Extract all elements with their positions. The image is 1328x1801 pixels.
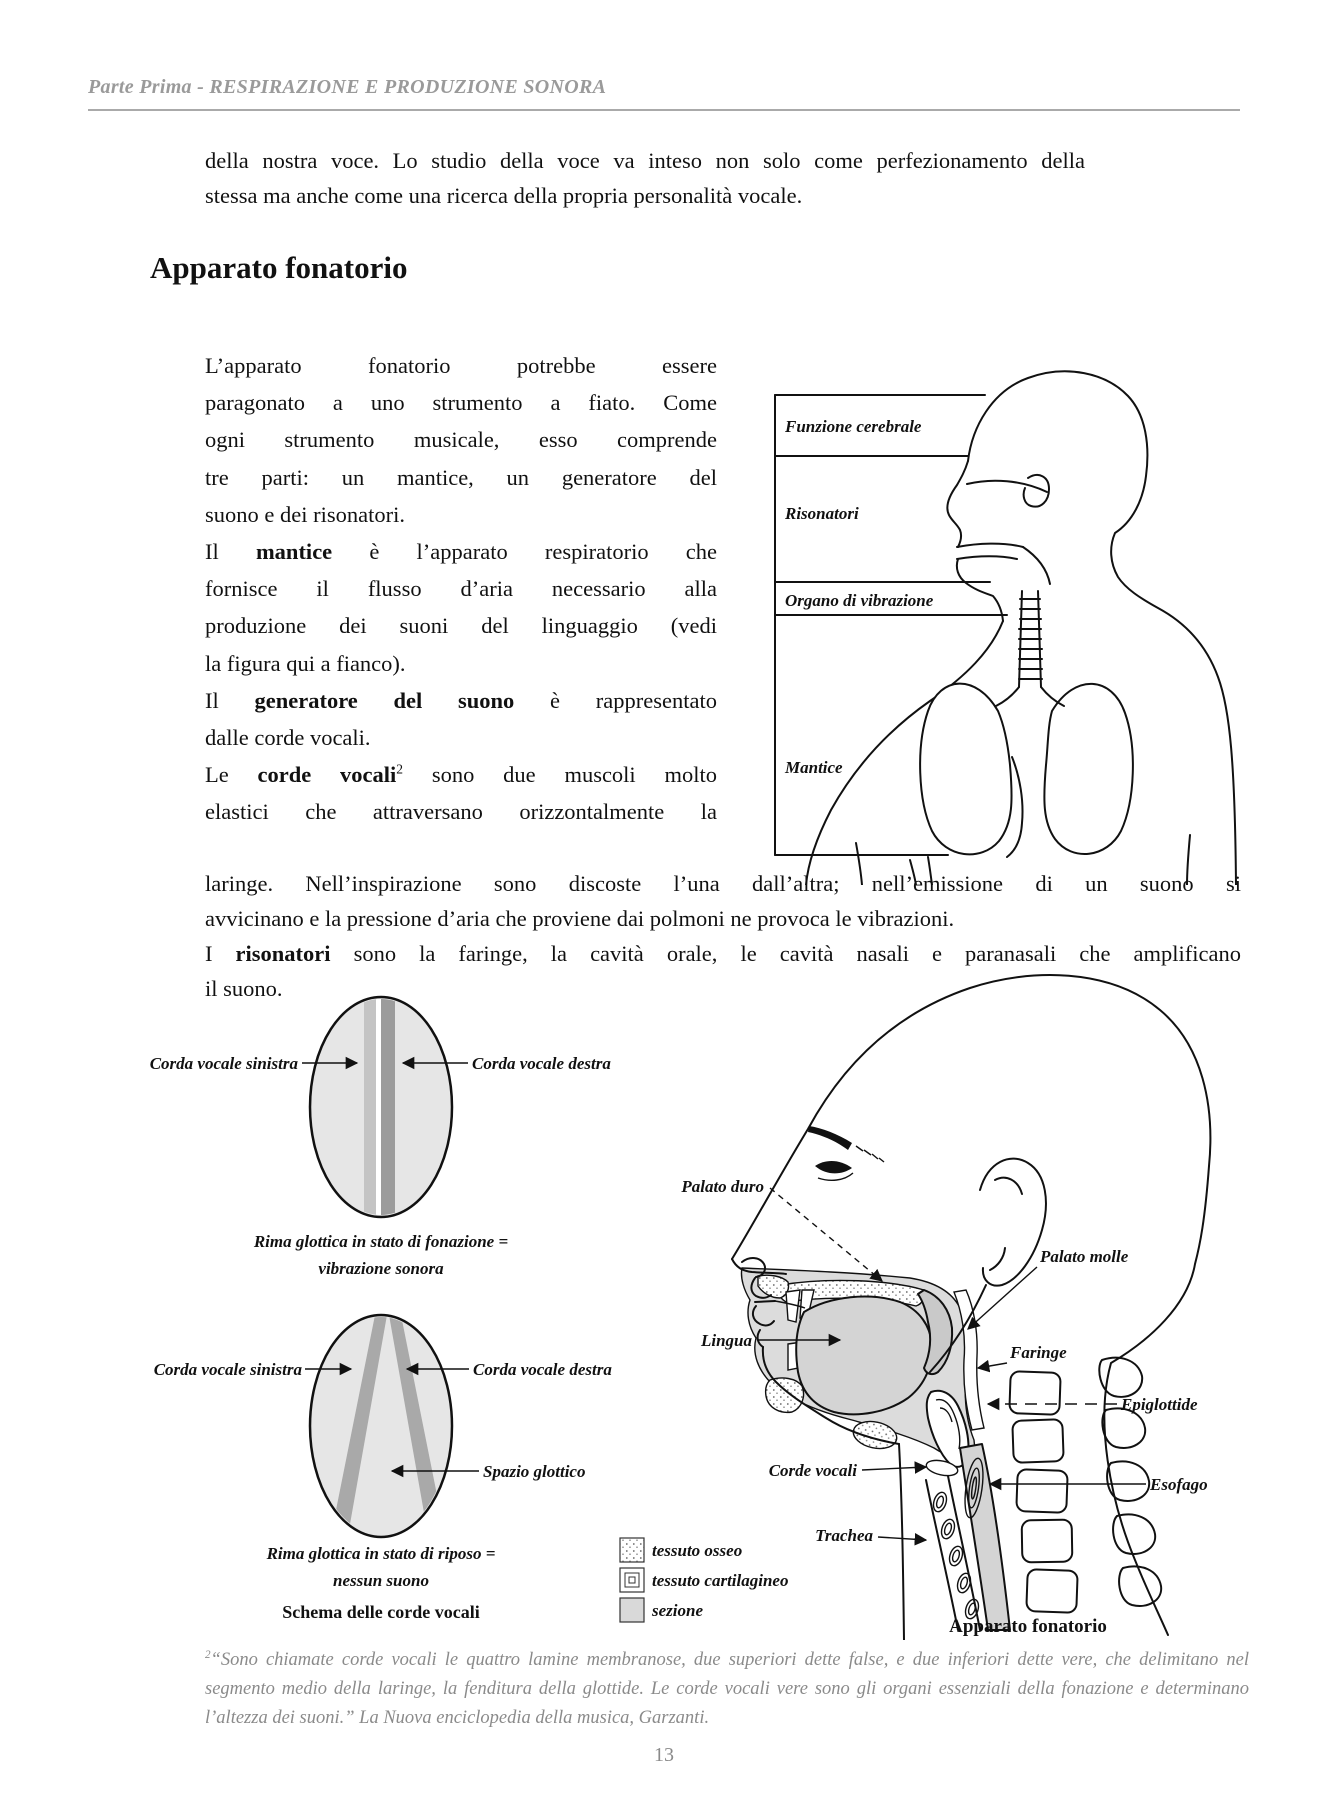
- figure-phonatory-overview: Funzione cerebrale Risonatori Organo di …: [774, 370, 1237, 885]
- esophagus-drawing: [959, 1443, 1011, 1631]
- text-line: I risonatori sono la faringe, la cavità …: [205, 941, 1242, 966]
- label-corda-vocale-destra: Corda vocale destra: [472, 1054, 611, 1073]
- text-line: l’altezza dei suoni.” La Nuova enciclope…: [205, 1708, 710, 1728]
- trachea-drawing: [925, 1475, 981, 1631]
- label-corda-vocale-destra-2: Corda vocale destra: [473, 1360, 612, 1379]
- text-line: il suono.: [205, 976, 283, 1001]
- label-funzione-cerebrale: Funzione cerebrale: [784, 417, 922, 436]
- text-line: stessa ma anche come una ricerca della p…: [205, 183, 803, 208]
- caption-fonazione-line2: vibrazione sonora: [318, 1259, 444, 1278]
- label-trachea: Trachea: [815, 1526, 873, 1545]
- torso-outline-drawing: [805, 370, 1237, 885]
- label-corde-vocali: Corde vocali: [769, 1461, 858, 1480]
- text-line: 2“Sono chiamate corde vocali le quattro …: [205, 1648, 1249, 1670]
- text-line: Il mantice è l’apparato respiratorio che: [205, 539, 718, 565]
- label-esofago: Esofago: [1149, 1475, 1208, 1494]
- legend-label-sezione: sezione: [651, 1601, 703, 1620]
- page-number: 13: [654, 1744, 674, 1766]
- figure-vocal-cords-schema: Corda vocale sinistra Corda vocale destr…: [150, 995, 612, 1622]
- mouth-cross-section: [740, 1267, 985, 1477]
- label-spazio-glottico: Spazio glottico: [483, 1462, 585, 1481]
- body-wide-text: laringe. Nell’inspirazione sono discoste…: [205, 866, 1241, 1006]
- trachea-drawing: [995, 590, 1065, 707]
- running-header: Parte Prima - RESPIRAZIONE E PRODUZIONE …: [88, 76, 607, 98]
- text-line: laringe. Nell’inspirazione sono discoste…: [205, 871, 1241, 896]
- caption-schema-corde-vocali: Schema delle corde vocali: [282, 1602, 479, 1622]
- head-profile-drawing: [731, 974, 1212, 1640]
- caption-riposo-line1: Rima glottica in stato di riposo =: [266, 1544, 496, 1563]
- label-lingua: Lingua: [700, 1331, 753, 1350]
- figure-labels: Palato duro Palato molle Lingua Faringe …: [680, 1177, 1208, 1546]
- text-line: fornisce il flusso d’aria necessario all…: [205, 576, 717, 602]
- label-corda-vocale-sinistra: Corda vocale sinistra: [150, 1054, 299, 1073]
- text-line: Le corde vocali2 sono due muscoli molto: [205, 761, 717, 788]
- figure-head-cross-section: Palato duro Palato molle Lingua Faringe …: [619, 974, 1212, 1640]
- text-line: elastici che attraversano orizzontalment…: [205, 799, 717, 825]
- label-epiglottide: Epiglottide: [1120, 1395, 1198, 1414]
- text-line: dalle corde vocali.: [205, 725, 371, 751]
- text-line: tre parti: un mantice, un generatore del: [205, 464, 717, 490]
- text-line: L’apparato fonatorio potrebbe essere: [205, 353, 717, 378]
- label-risonatori: Risonatori: [784, 504, 859, 523]
- text-line: ogni strumento musicale, esso comprende: [205, 427, 717, 453]
- text-line: suono e dei risonatori.: [205, 501, 405, 527]
- texture-legend: tessuto osseo tessuto cartilagineo sezio…: [619, 1537, 788, 1623]
- text-line: della nostra voce. Lo studio della voce …: [205, 148, 1085, 173]
- label-mantice: Mantice: [784, 758, 843, 777]
- text-line: segmento medio della laringe, la fenditu…: [205, 1679, 1249, 1699]
- lungs-drawing: [919, 682, 1134, 858]
- text-line: la figura qui a fianco).: [205, 650, 406, 676]
- legend-swatch-cartilagineo: [619, 1567, 645, 1593]
- header-rule: [88, 109, 1240, 111]
- eye-eyebrow-drawing: [808, 1126, 885, 1181]
- label-table-lines: [774, 394, 1008, 856]
- legend-label-tessuto-cartilagineo: tessuto cartilagineo: [652, 1571, 788, 1590]
- body-column-text: L’apparato fonatorio potrebbe essere para…: [205, 347, 717, 831]
- text-line: paragonato a uno strumento a fiato. Come: [205, 390, 717, 416]
- section-title: Apparato fonatorio: [150, 250, 408, 285]
- label-corda-vocale-sinistra-2: Corda vocale sinistra: [154, 1360, 303, 1379]
- caption-fonazione-line1: Rima glottica in stato di fonazione =: [253, 1232, 508, 1251]
- text-line: produzione dei suoni del linguaggio (ved…: [205, 613, 717, 639]
- legend-label-tessuto-osseo: tessuto osseo: [652, 1541, 742, 1560]
- label-organo-di-vibrazione: Organo di vibrazione: [785, 591, 934, 610]
- legend-swatch-osseo: [619, 1537, 645, 1563]
- text-line: avvicinano e la pressione d’aria che pro…: [205, 906, 955, 931]
- glottis-rest-diagram: Corda vocale sinistra Corda vocale destr…: [154, 1313, 612, 1590]
- footnote: 2“Sono chiamate corde vocali le quattro …: [205, 1646, 1249, 1733]
- text-line: Il generatore del suono è rappresentato: [205, 687, 717, 713]
- legend-swatch-sezione: [619, 1597, 645, 1623]
- caption-apparato-fonatorio: Apparato fonatorio: [949, 1616, 1107, 1637]
- label-palato-molle: Palato molle: [1039, 1247, 1129, 1266]
- label-faringe: Faringe: [1009, 1343, 1067, 1362]
- caption-riposo-line2: nessun suono: [333, 1571, 429, 1590]
- glottis-phonation-diagram: Corda vocale sinistra Corda vocale destr…: [150, 995, 611, 1278]
- label-palato-duro: Palato duro: [680, 1177, 764, 1196]
- intro-paragraph: della nostra voce. Lo studio della voce …: [205, 143, 1085, 213]
